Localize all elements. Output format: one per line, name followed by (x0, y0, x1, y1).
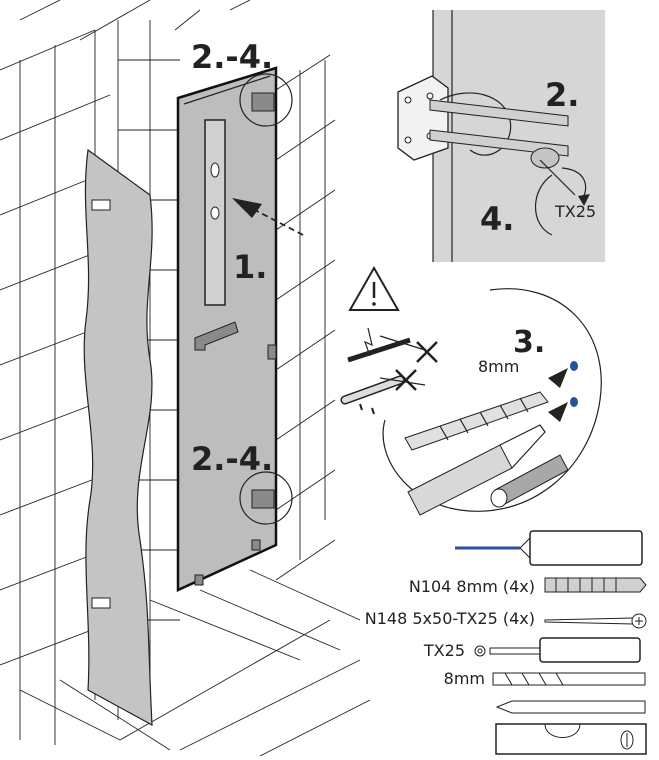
screw-icon (544, 613, 647, 629)
drill-mark-blue (570, 361, 578, 371)
water-pipe-icon (342, 377, 403, 403)
drill-bit-icon (492, 672, 646, 686)
tools-list: N104 8mm (4x) N148 5x50-TX25 (4x) TX25 8… (365, 530, 647, 755)
wall-plug-icon (544, 577, 647, 593)
arrow-head (232, 198, 262, 218)
detail-callout-drilling: 3. 8mm (382, 288, 602, 516)
cross-icon (395, 369, 417, 391)
cartridge-icon (529, 530, 643, 566)
callout-circle-bottom (239, 471, 293, 525)
door-handle (194, 321, 239, 351)
electric-cable-icon (347, 337, 411, 363)
step-3-label: 3. (513, 325, 545, 360)
part-label-tx25: TX25 (423, 641, 465, 660)
hinge-clip (91, 199, 111, 211)
detail-callout-hinge: 2. 4. TX25 (397, 10, 605, 262)
tx25-detail-label: TX25 (554, 202, 596, 221)
step-2-4-bottom-label: 2.-4. (191, 440, 273, 478)
drill-mark-blue (570, 397, 578, 407)
warning-group (340, 265, 438, 415)
step-2-detail-label: 2. (545, 76, 579, 114)
glass-panel-left (83, 148, 153, 727)
hinge-bottom (251, 489, 275, 509)
step-1-label: 1. (233, 248, 267, 286)
callout-circle-top (239, 73, 293, 127)
screwdriver-icon (474, 637, 641, 663)
step-2-4-top-label: 2.-4. (191, 38, 273, 76)
pencil-icon (495, 700, 646, 714)
hinge-clip (91, 597, 111, 609)
part-label-wall-plug: N104 8mm (4x) (409, 577, 535, 596)
arrow-dashed (254, 209, 304, 236)
glass-panel-main (176, 66, 304, 592)
part-label-screw: N148 5x50-TX25 (4x) (365, 609, 535, 628)
spirit-level-icon (495, 723, 647, 755)
part-label-drill-bit: 8mm (444, 669, 485, 688)
drill-size-label: 8mm (478, 357, 519, 376)
step-4-detail-label: 4. (480, 200, 514, 238)
cross-icon (416, 341, 438, 363)
hinge-top (251, 92, 275, 112)
